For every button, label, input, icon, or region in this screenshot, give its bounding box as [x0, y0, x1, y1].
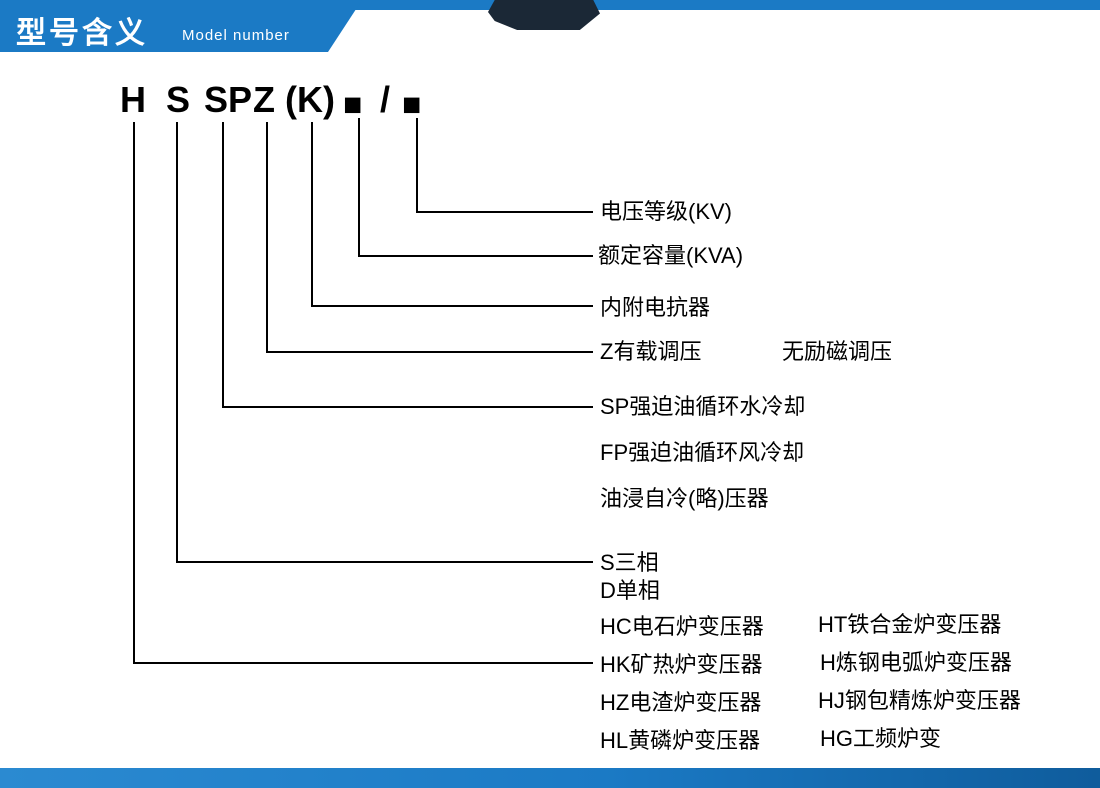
label-voltage-level: 电压等级(KV)	[600, 199, 733, 224]
label-h-transformer: H炼钢电弧炉变压器	[820, 650, 1012, 675]
model-code-part-sp: SP	[204, 79, 253, 120]
label-three-phase: S三相	[600, 550, 659, 575]
label-ht-transformer: HT铁合金炉变压器	[818, 612, 1002, 637]
connector-vline-sp	[222, 122, 224, 408]
model-code-part-square-2: ■	[402, 86, 422, 122]
header-banner	[0, 0, 362, 52]
label-sp-cooling: SP强迫油循环水冷却	[600, 394, 806, 419]
label-oil-self-cooling: 油浸自冷(略)压器	[600, 486, 769, 511]
model-code-part-z: Z	[253, 79, 275, 120]
label-rated-capacity: 额定容量(KVA)	[598, 243, 744, 268]
model-code-part-square-1: ■	[343, 86, 363, 122]
connector-vline-s	[176, 122, 178, 563]
label-fp-cooling: FP强迫油循环风冷却	[600, 440, 805, 465]
model-code-part-h: H	[120, 79, 146, 120]
connector-hline-reactor	[311, 305, 593, 307]
connector-vline-k	[311, 122, 313, 307]
connector-vline-square-1	[358, 118, 360, 257]
label-hz-transformer: HZ电渣炉变压器	[600, 690, 762, 715]
label-hl-transformer: HL黄磷炉变压器	[600, 728, 761, 753]
connector-hline-sp	[222, 406, 593, 408]
label-hj-transformer: HJ钢包精炼炉变压器	[818, 688, 1021, 713]
connector-hline-h	[133, 662, 593, 664]
label-hc-transformer: HC电石炉变压器	[600, 614, 764, 639]
connector-hline-regulation	[266, 351, 593, 353]
connector-vline-h	[133, 122, 135, 664]
label-single-phase: D单相	[600, 578, 660, 603]
connector-hline-capacity	[358, 255, 593, 257]
page-subtitle: Model number	[182, 27, 290, 44]
model-code-part-slash: /	[380, 79, 391, 120]
label-hg-transformer: HG工频炉变	[820, 726, 942, 751]
label-no-excitation-regulation: 无励磁调压	[782, 339, 893, 364]
product-image-fragment	[488, 0, 600, 30]
label-on-load-regulation: Z有载调压	[600, 339, 702, 364]
connector-vline-square-2	[416, 118, 418, 213]
label-hk-transformer: HK矿热炉变压器	[600, 652, 763, 677]
model-code-part-s: S	[166, 79, 191, 120]
connector-hline-voltage	[416, 211, 593, 213]
model-code-part-k: (K)	[285, 79, 335, 120]
page-title: 型号含义	[16, 17, 148, 50]
connector-hline-s	[176, 561, 593, 563]
label-internal-reactor: 内附电抗器	[600, 295, 711, 320]
footer-bar	[0, 768, 1100, 788]
connector-vline-z	[266, 122, 268, 353]
